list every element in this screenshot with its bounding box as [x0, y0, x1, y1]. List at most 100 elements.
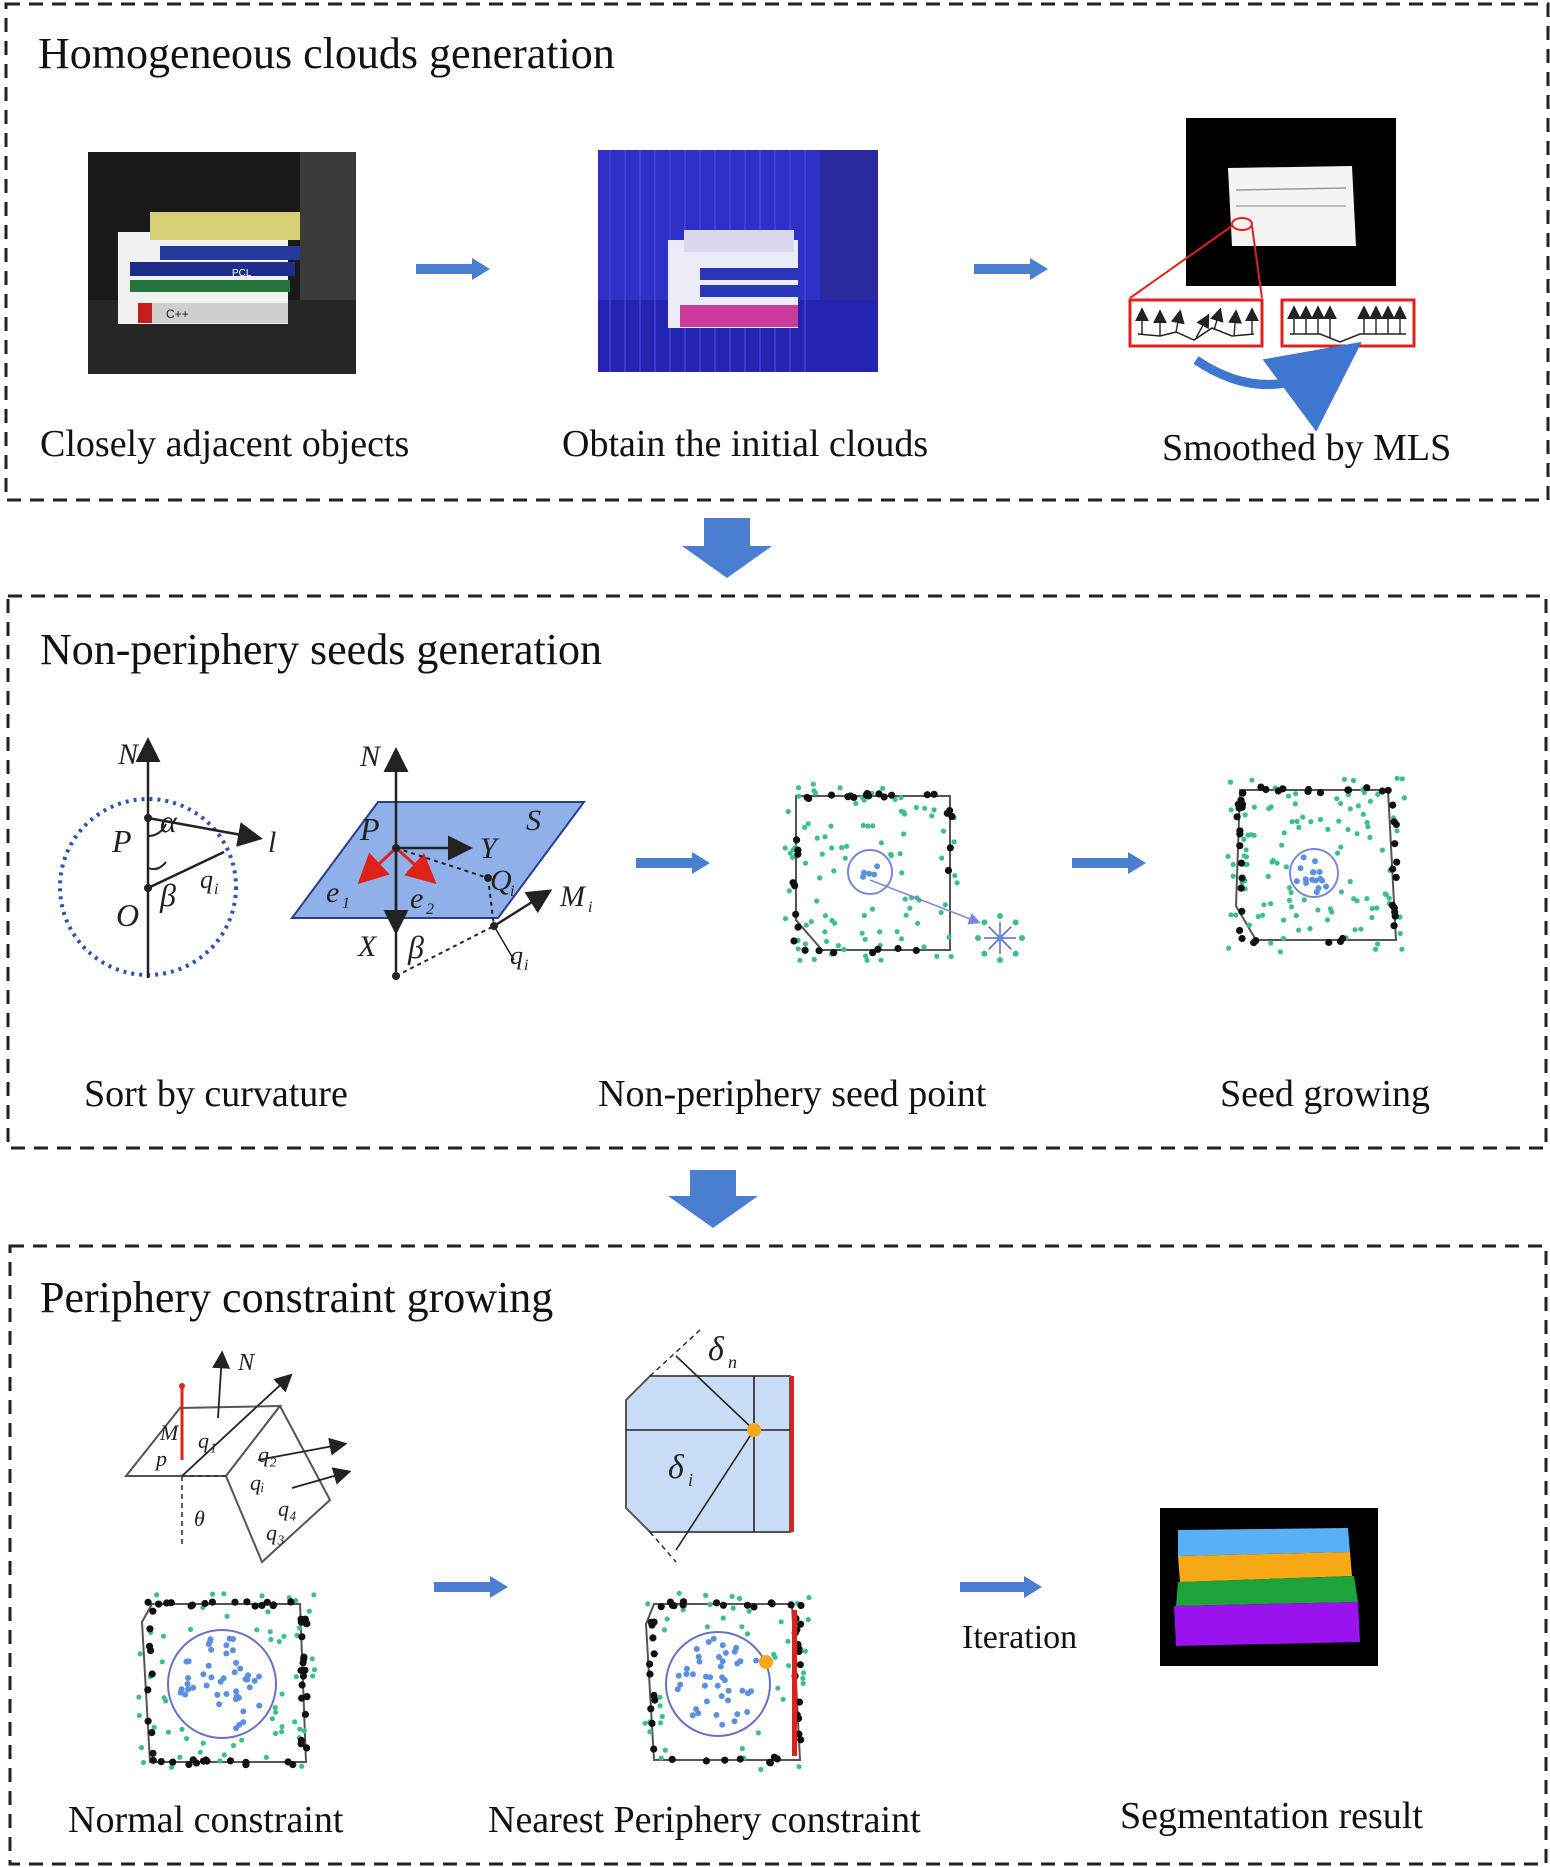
green-point	[1375, 791, 1381, 797]
green-point	[1281, 830, 1287, 836]
blue-point	[705, 1639, 712, 1645]
green-point	[168, 1764, 175, 1770]
blue-point	[1313, 889, 1320, 896]
green-point	[1394, 828, 1400, 834]
green-point	[819, 851, 825, 857]
green-point	[808, 919, 814, 925]
symbol-P-1: P	[111, 823, 132, 859]
blue-point	[719, 1721, 726, 1728]
blue-point	[184, 1681, 191, 1687]
boundary-point	[880, 793, 888, 801]
green-point	[197, 1749, 203, 1755]
green-point	[870, 906, 876, 912]
green-point	[1283, 864, 1289, 870]
green-point	[188, 1626, 194, 1632]
blue-point	[753, 1657, 760, 1664]
boundary-point	[1339, 934, 1347, 943]
green-point	[1225, 853, 1231, 860]
green-point	[837, 785, 843, 791]
symbol-delta-n-sub: n	[728, 1352, 737, 1372]
boundary-point	[943, 809, 951, 817]
blue-point	[232, 1696, 239, 1703]
green-point	[221, 1752, 227, 1758]
blue-point	[200, 1671, 207, 1678]
caption-normal-constraint: Normal constraint	[68, 1799, 344, 1841]
blue-point	[245, 1672, 252, 1679]
symbol-X: X	[357, 930, 378, 963]
green-point	[1255, 913, 1261, 920]
boundary-point	[243, 1598, 251, 1606]
symbol-N-1: N	[117, 738, 140, 771]
green-point	[1336, 818, 1342, 824]
green-point	[1239, 880, 1245, 886]
green-point	[254, 1627, 260, 1633]
green-point	[802, 860, 809, 866]
symbol-N-3: N	[237, 1350, 256, 1376]
boundary-point	[863, 790, 871, 798]
stage-arrow-1	[682, 518, 772, 578]
green-point	[1369, 905, 1375, 912]
blue-point	[860, 873, 866, 880]
green-point	[707, 1602, 713, 1608]
green-point	[259, 1593, 265, 1599]
green-point	[297, 1726, 303, 1732]
green-point	[1296, 824, 1302, 831]
boundary-point	[795, 1647, 803, 1656]
green-point	[1301, 897, 1307, 903]
green-point	[1286, 885, 1292, 891]
green-point	[829, 845, 835, 851]
boundary-point	[1304, 787, 1312, 796]
star-neighbor-point	[975, 935, 981, 941]
mls-after-inset	[1280, 298, 1416, 348]
boundary-point	[189, 1756, 197, 1764]
normal-constraint-dots	[136, 1591, 318, 1770]
green-point	[831, 868, 837, 874]
green-point	[221, 1591, 227, 1597]
boundary-point	[149, 1607, 157, 1615]
book-label-pcl: PCL	[232, 268, 252, 279]
green-point	[897, 851, 903, 857]
star-center-point	[996, 934, 1004, 942]
normal-constraint-geometry: N M p q₁ q₂ qᵢ q₄ q₃ θ	[123, 1350, 352, 1564]
green-point	[1338, 889, 1344, 895]
green-point	[863, 953, 869, 959]
symbol-qi-3: qᵢ	[250, 1470, 264, 1495]
blue-point	[1316, 869, 1323, 875]
green-point	[901, 811, 908, 817]
green-point	[865, 823, 871, 829]
green-point	[861, 912, 868, 919]
blue-point	[233, 1725, 239, 1732]
blue-point	[683, 1671, 690, 1677]
boundary-point	[1252, 937, 1260, 945]
grow-cloud-dots	[1225, 775, 1407, 955]
boundary-point	[815, 947, 823, 955]
green-point	[942, 902, 948, 908]
blue-point	[710, 1635, 717, 1642]
green-point	[729, 1593, 735, 1599]
normal-constraint-cloud	[136, 1591, 318, 1770]
green-point	[1341, 776, 1348, 782]
green-point	[946, 934, 952, 940]
green-point	[1230, 861, 1236, 868]
green-point	[870, 823, 876, 829]
boundary-point	[163, 1599, 171, 1607]
boundary-point	[795, 1698, 804, 1706]
green-point	[800, 1675, 806, 1681]
blue-point	[190, 1684, 197, 1691]
boundary-point	[1316, 789, 1325, 797]
caption-closely-adjacent: Closely adjacent objects	[40, 423, 409, 465]
blue-point	[725, 1687, 732, 1694]
green-point	[1285, 793, 1292, 799]
blue-point	[223, 1691, 230, 1697]
green-point	[704, 1624, 711, 1630]
flow-arrow-2a	[636, 852, 710, 874]
blue-point	[731, 1718, 738, 1725]
green-point	[136, 1694, 142, 1700]
green-point	[802, 941, 809, 947]
green-point	[822, 834, 828, 840]
green-point	[272, 1705, 278, 1711]
green-point	[676, 1590, 682, 1596]
section-periphery-frame	[8, 1244, 1548, 1866]
green-point	[1293, 913, 1299, 919]
blue-point	[739, 1687, 746, 1694]
